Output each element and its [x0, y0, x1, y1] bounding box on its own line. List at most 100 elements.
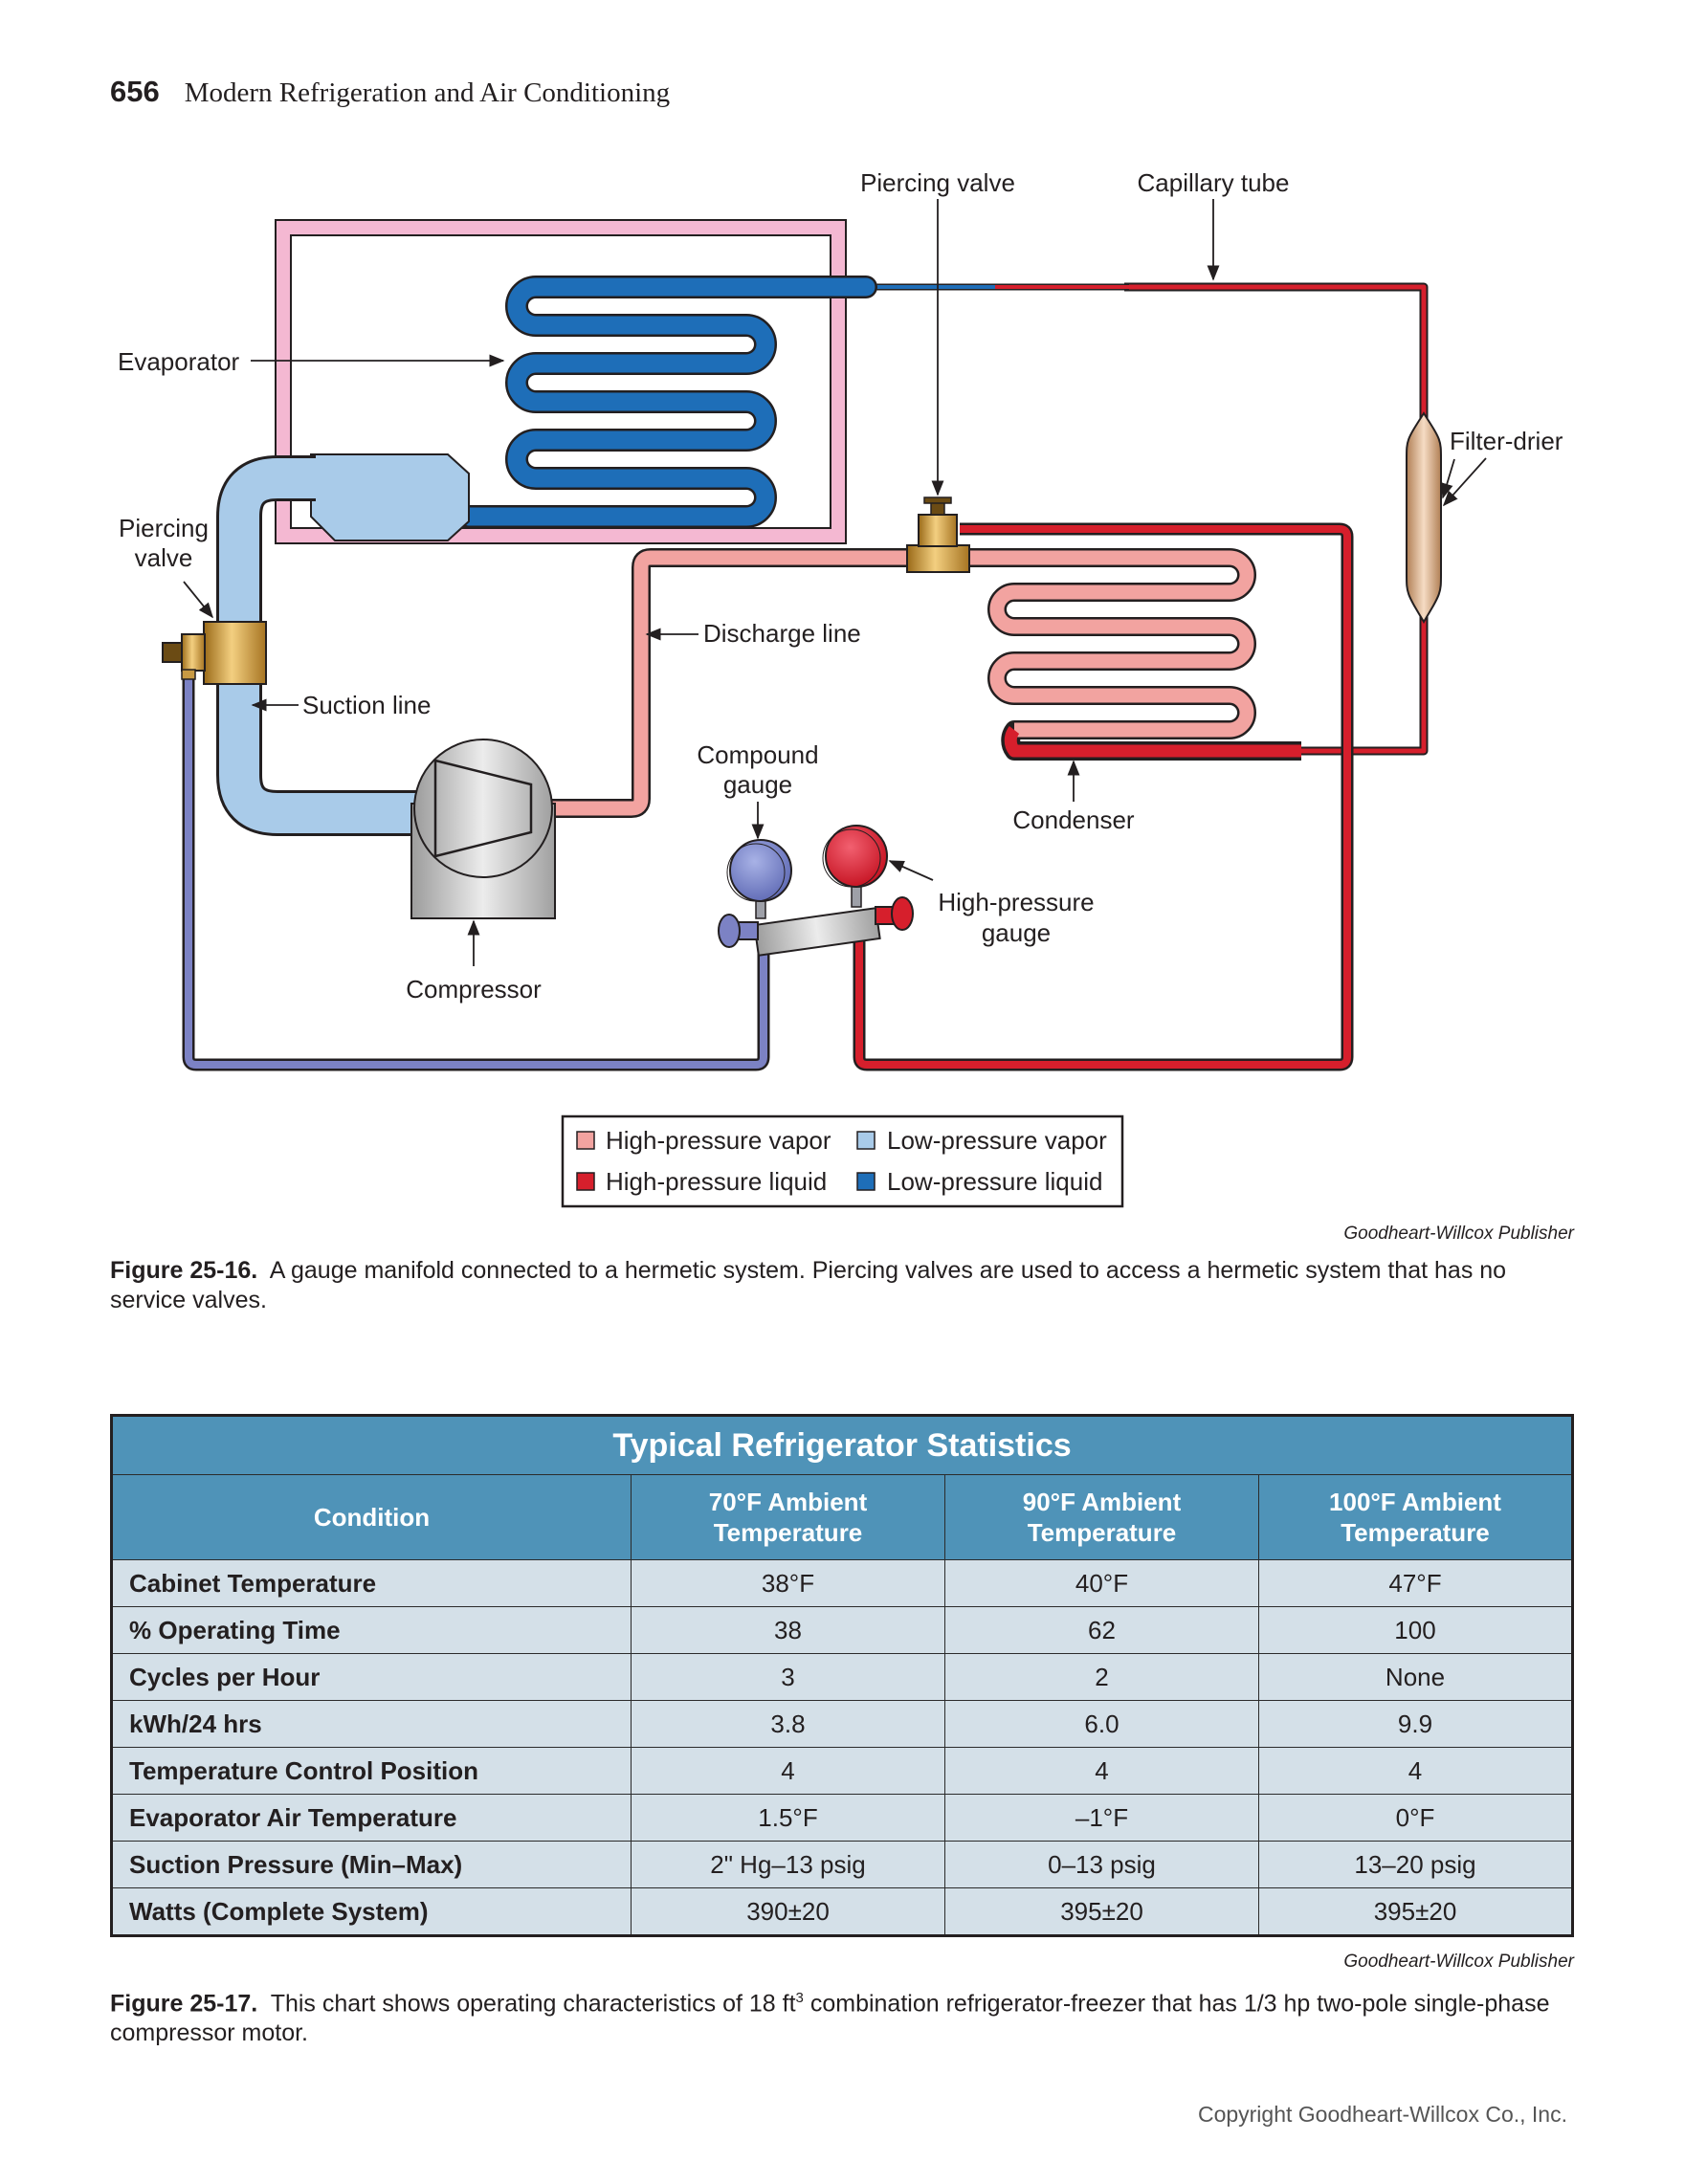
cell-value: 38 [631, 1606, 945, 1654]
cell-value: 4 [944, 1747, 1259, 1795]
left-piercing-valve [162, 621, 267, 685]
high-pressure-liquid-line [853, 282, 1429, 1071]
cell-value: 3.8 [631, 1700, 945, 1748]
label-piercing-valve-top: Piercing valve [860, 168, 1015, 197]
row-condition: kWh/24 hrs [111, 1700, 632, 1748]
table-row: Cabinet Temperature 38°F 40°F 47°F [111, 1559, 1573, 1607]
row-condition: Cabinet Temperature [111, 1559, 632, 1607]
compressor [410, 739, 556, 919]
compound-gauge [726, 839, 792, 919]
row-condition: Watts (Complete System) [111, 1887, 632, 1936]
cell-value: 1.5°F [631, 1794, 945, 1842]
label-compound-gauge-line2: gauge [723, 770, 792, 799]
label-condenser: Condenser [1012, 805, 1135, 834]
cell-value: 47°F [1258, 1559, 1573, 1607]
evaporator-coil [457, 276, 877, 528]
table-row: Temperature Control Position 4 4 4 [111, 1747, 1573, 1795]
label-compound-gauge-line1: Compound [697, 740, 818, 769]
figure-17-caption-superscript: 3 [795, 1990, 804, 2006]
cell-value: 9.9 [1258, 1700, 1573, 1748]
column-header-90f: 90°F Ambient Temperature [944, 1474, 1259, 1560]
label-capillary-tube: Capillary tube [1138, 168, 1290, 197]
label-suction-line: Suction line [302, 691, 431, 719]
page-number: 656 [110, 75, 160, 108]
cell-value: 0–13 psig [944, 1841, 1259, 1888]
label-piercing-valve-left-line2: valve [135, 543, 193, 572]
cell-value: 4 [1258, 1747, 1573, 1795]
label-filter-drier: Filter-drier [1450, 427, 1563, 455]
figure-17-credit: Goodheart-Willcox Publisher [1343, 1952, 1574, 1972]
row-condition: % Operating Time [111, 1606, 632, 1654]
label-evaporator: Evaporator [118, 347, 240, 376]
row-condition: Cycles per Hour [111, 1653, 632, 1701]
label-compressor: Compressor [406, 975, 542, 1004]
cell-value: 6.0 [944, 1700, 1259, 1748]
table-title: Typical Refrigerator Statistics [111, 1415, 1573, 1475]
column-header-70f: 70°F Ambient Temperature [631, 1474, 945, 1560]
figure-17-caption-text-part1: This chart shows operating characteristi… [270, 1990, 796, 2018]
column-header-100f-text: 100°F Ambient Temperature [1329, 1488, 1501, 1547]
column-header-70f-text: 70°F Ambient Temperature [708, 1488, 868, 1547]
figure-16-caption: Figure 25-16. A gauge manifold connected… [110, 1256, 1579, 1315]
label-high-pressure-gauge-line2: gauge [982, 918, 1051, 947]
cell-value: 13–20 psig [1258, 1841, 1573, 1888]
cell-value: 40°F [944, 1559, 1259, 1607]
legend-swatch-low-pressure-vapor [856, 1131, 876, 1150]
gauge-manifold [718, 896, 914, 957]
cell-value: 2" Hg–13 psig [631, 1841, 945, 1888]
cell-value: 395±20 [1258, 1887, 1573, 1936]
discharge-line [550, 548, 1301, 818]
filter-drier [1406, 411, 1442, 624]
figure-17-caption-text-part2: combination refrigerator-freezer that ha… [110, 1990, 1550, 2047]
page-header: 656 Modern Refrigeration and Air Conditi… [110, 75, 670, 122]
cell-value: 4 [631, 1747, 945, 1795]
column-header-100f: 100°F Ambient Temperature [1258, 1474, 1573, 1560]
legend-label-high-pressure-vapor: High-pressure vapor [606, 1126, 831, 1155]
refrigeration-system-diagram: Piercing valve Capillary tube Evaporator… [118, 168, 1563, 1208]
figure-17-label: Figure 25-17. [110, 1990, 258, 2018]
top-piercing-valve [906, 496, 970, 573]
copyright-notice: Copyright Goodheart-Willcox Co., Inc. [1197, 2102, 1567, 2127]
cell-value: 3 [631, 1653, 945, 1701]
label-discharge-line: Discharge line [703, 619, 861, 648]
legend-label-low-pressure-vapor: Low-pressure vapor [887, 1126, 1107, 1155]
book-title: Modern Refrigeration and Air Conditionin… [184, 77, 671, 108]
table-row: Evaporator Air Temperature 1.5°F –1°F 0°… [111, 1794, 1573, 1842]
legend-swatch-high-pressure-liquid [576, 1172, 595, 1191]
table-row: Cycles per Hour 3 2 None [111, 1653, 1573, 1701]
cell-value: –1°F [944, 1794, 1259, 1842]
cell-value: 390±20 [631, 1887, 945, 1936]
column-header-90f-text: 90°F Ambient Temperature [1022, 1488, 1182, 1547]
cell-value: 2 [944, 1653, 1259, 1701]
label-high-pressure-gauge-line1: High-pressure [938, 888, 1094, 916]
legend-swatch-low-pressure-liquid [856, 1172, 876, 1191]
cell-value: 62 [944, 1606, 1259, 1654]
leader-lines [183, 199, 1487, 966]
table-row: kWh/24 hrs 3.8 6.0 9.9 [111, 1700, 1573, 1748]
figure-16-credit: Goodheart-Willcox Publisher [1343, 1224, 1574, 1244]
row-condition: Evaporator Air Temperature [111, 1794, 632, 1842]
cell-value: 100 [1258, 1606, 1573, 1654]
cell-value: 395±20 [944, 1887, 1259, 1936]
table-row: % Operating Time 38 62 100 [111, 1606, 1573, 1654]
figure-17-caption: Figure 25-17. This chart shows operating… [110, 1983, 1579, 2048]
table-row: Suction Pressure (Min–Max) 2" Hg–13 psig… [111, 1841, 1573, 1888]
row-condition: Suction Pressure (Min–Max) [111, 1841, 632, 1888]
legend-label-low-pressure-liquid: Low-pressure liquid [887, 1167, 1102, 1196]
figure-16-label: Figure 25-16. [110, 1257, 258, 1284]
cell-value: 38°F [631, 1559, 945, 1607]
legend: High-pressure vapor Low-pressure vapor H… [561, 1114, 1124, 1208]
high-pressure-gauge [822, 825, 888, 908]
cell-value: 0°F [1258, 1794, 1573, 1842]
label-piercing-valve-left-line1: Piercing [119, 514, 209, 542]
legend-label-high-pressure-liquid: High-pressure liquid [606, 1167, 827, 1196]
suction-header [310, 453, 470, 541]
column-header-condition: Condition [111, 1474, 632, 1560]
row-condition: Temperature Control Position [111, 1747, 632, 1795]
refrigerator-statistics-table: Typical Refrigerator Statistics Conditio… [110, 1414, 1574, 1937]
legend-swatch-high-pressure-vapor [576, 1131, 595, 1150]
cell-value: None [1258, 1653, 1573, 1701]
low-side-gauge-hose [182, 674, 770, 1071]
table-row: Watts (Complete System) 390±20 395±20 39… [111, 1887, 1573, 1936]
figure-16-caption-text: A gauge manifold connected to a hermetic… [110, 1257, 1507, 1313]
